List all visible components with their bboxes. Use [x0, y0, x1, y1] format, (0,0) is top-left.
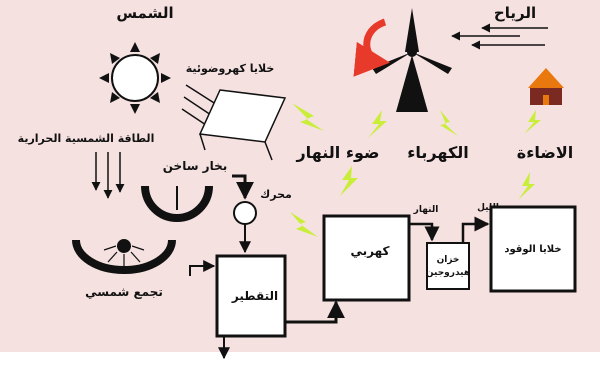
lightning-bolt-icon [368, 110, 387, 138]
tank-to-fuel-cells-pipe [461, 216, 490, 243]
hot-steam-label: بخار ساخن [163, 159, 228, 173]
house-icon [528, 68, 564, 105]
night-label: الليل [477, 203, 499, 213]
hydrogen-tank-label-line2: هيدروجين [426, 268, 470, 278]
lightning-bolt-icon [292, 103, 324, 131]
steam-to-engine-arrow [232, 174, 254, 200]
bottom-margin [0, 352, 600, 365]
wind-arrows [451, 23, 548, 50]
fuel-cells-box [489, 205, 577, 293]
solar-panel-icon [198, 89, 287, 161]
distillation-to-electrolysis-arrow [285, 300, 345, 324]
engine-icon [233, 201, 257, 225]
sun-icon [99, 42, 171, 114]
hydrogen-tank-label-line1: خزان [437, 255, 460, 265]
lightning-bolt-icon [524, 110, 541, 134]
photovoltaic-cells-label: خلايا كهروضوئية [186, 62, 275, 75]
electricity-label: الكهرباء [407, 143, 469, 162]
solar-thermal-label: الطاقة الشمسية الحرارية [18, 132, 155, 145]
electrolysis-box [322, 214, 411, 302]
collector-to-distillation-arrow [189, 260, 216, 276]
lightning-bolt-icon [290, 212, 318, 237]
lightning-bolt-icon [340, 166, 358, 196]
electrolysis-label: كهربي [350, 244, 389, 258]
heat-arrows [91, 152, 125, 199]
distillation-box [215, 254, 287, 338]
lightning-bolt-icons [290, 103, 541, 237]
solar-collector-label: تجمع شمسي [85, 285, 163, 299]
fuel-cells-label: خلايا الوقود [504, 244, 561, 255]
sun-label: الشمس [116, 4, 173, 22]
solar-collector-icon [72, 239, 176, 274]
engine-label: محرك [260, 188, 292, 201]
daytime-label: النهار [413, 205, 439, 215]
lightning-bolt-icon [518, 172, 535, 200]
lighting-label: الاضاءة [517, 143, 574, 162]
rotation-arrow-icon [353, 18, 390, 77]
hydrogen-tank-box [426, 242, 470, 290]
lightning-bolt-icon [440, 110, 458, 136]
daylight-label: ضوء النهار [295, 143, 379, 162]
wind-label: الرياح [494, 4, 536, 22]
steam-dish-icon [141, 185, 213, 222]
electrolysis-to-tank-pipe [409, 222, 440, 242]
distillation-label: التقطير [231, 289, 278, 303]
